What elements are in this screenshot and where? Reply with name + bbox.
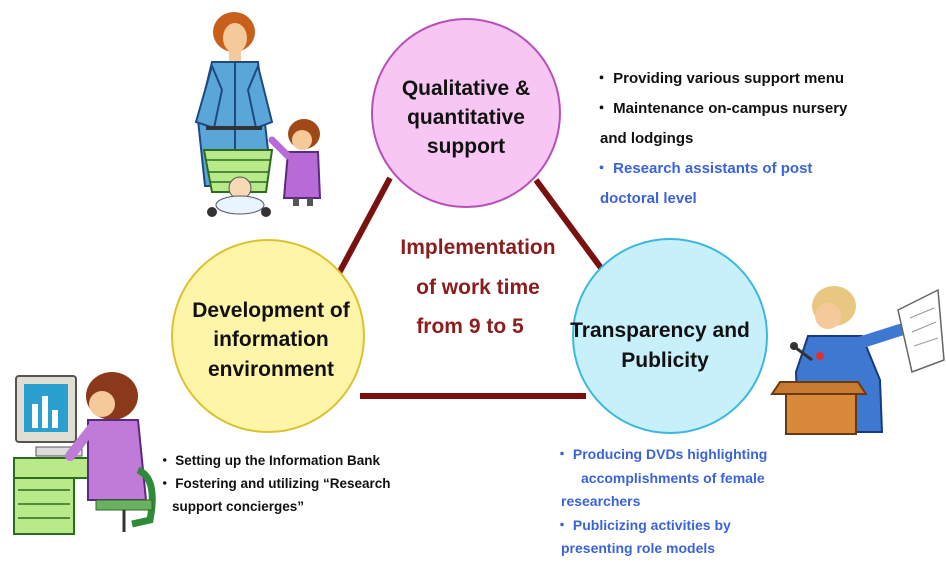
bullet-top-1: ・ Providing various support menu — [594, 70, 845, 87]
center-line-2: of work time — [416, 276, 540, 299]
center-line-1: Implementation — [400, 236, 555, 259]
bullets-left: ・ Setting up the Information Bank ・ Fost… — [158, 449, 391, 518]
bullet-top-2: ・ Maintenance on-campus nursery — [594, 100, 848, 117]
bullet-left-2-cont: support concierges” — [172, 499, 305, 514]
circle-left-line-1: Development of — [192, 299, 351, 322]
bullet-left-1: ・ Setting up the Information Bank — [158, 453, 380, 468]
circle-top-line-3: support — [427, 135, 505, 158]
bullet-right-1-cont-2: researchers — [561, 493, 641, 509]
center-line-3: from 9 to 5 — [416, 315, 524, 338]
bullets-right: ・ Producing DVDs highlighting accomplish… — [555, 443, 767, 561]
woman-speaker-at-podium-icon — [770, 286, 945, 435]
circle-top-line-2: quantitative — [407, 106, 525, 129]
mother-with-stroller-icon — [194, 12, 322, 217]
circle-right-line-1: Transparency and — [570, 319, 750, 342]
bullet-top-3-cont: doctoral level — [600, 190, 697, 207]
circle-right: Transparency and Publicity — [570, 238, 768, 434]
circle-left-line-3: environment — [208, 358, 334, 381]
bullet-top-3: ・ Research assistants of post — [594, 160, 813, 177]
bullet-right-1: ・ Producing DVDs highlighting — [555, 446, 768, 462]
bullet-right-2-cont: presenting role models — [561, 540, 716, 556]
bullet-top-2-cont: and lodgings — [600, 130, 694, 147]
circle-top-line-1: Qualitative & — [402, 77, 530, 100]
center-label: Implementation of work time from 9 to 5 — [400, 236, 555, 338]
bullet-right-1-cont-1: accomplishments of female — [581, 469, 765, 486]
bullets-top: ・ Providing various support menu ・ Maint… — [594, 64, 847, 214]
circle-left-line-2: information — [213, 328, 329, 351]
circle-left: Development of information environment — [171, 239, 365, 433]
circle-right-line-2: Publicity — [621, 349, 709, 372]
woman-at-computer-icon — [13, 372, 156, 535]
bullet-right-2: ・ Publicizing activities by — [555, 516, 731, 533]
circle-top: Qualitative & quantitative support — [371, 18, 561, 208]
bullet-left-2: ・ Fostering and utilizing “Research — [158, 476, 391, 491]
triangle-connectors — [335, 176, 607, 399]
